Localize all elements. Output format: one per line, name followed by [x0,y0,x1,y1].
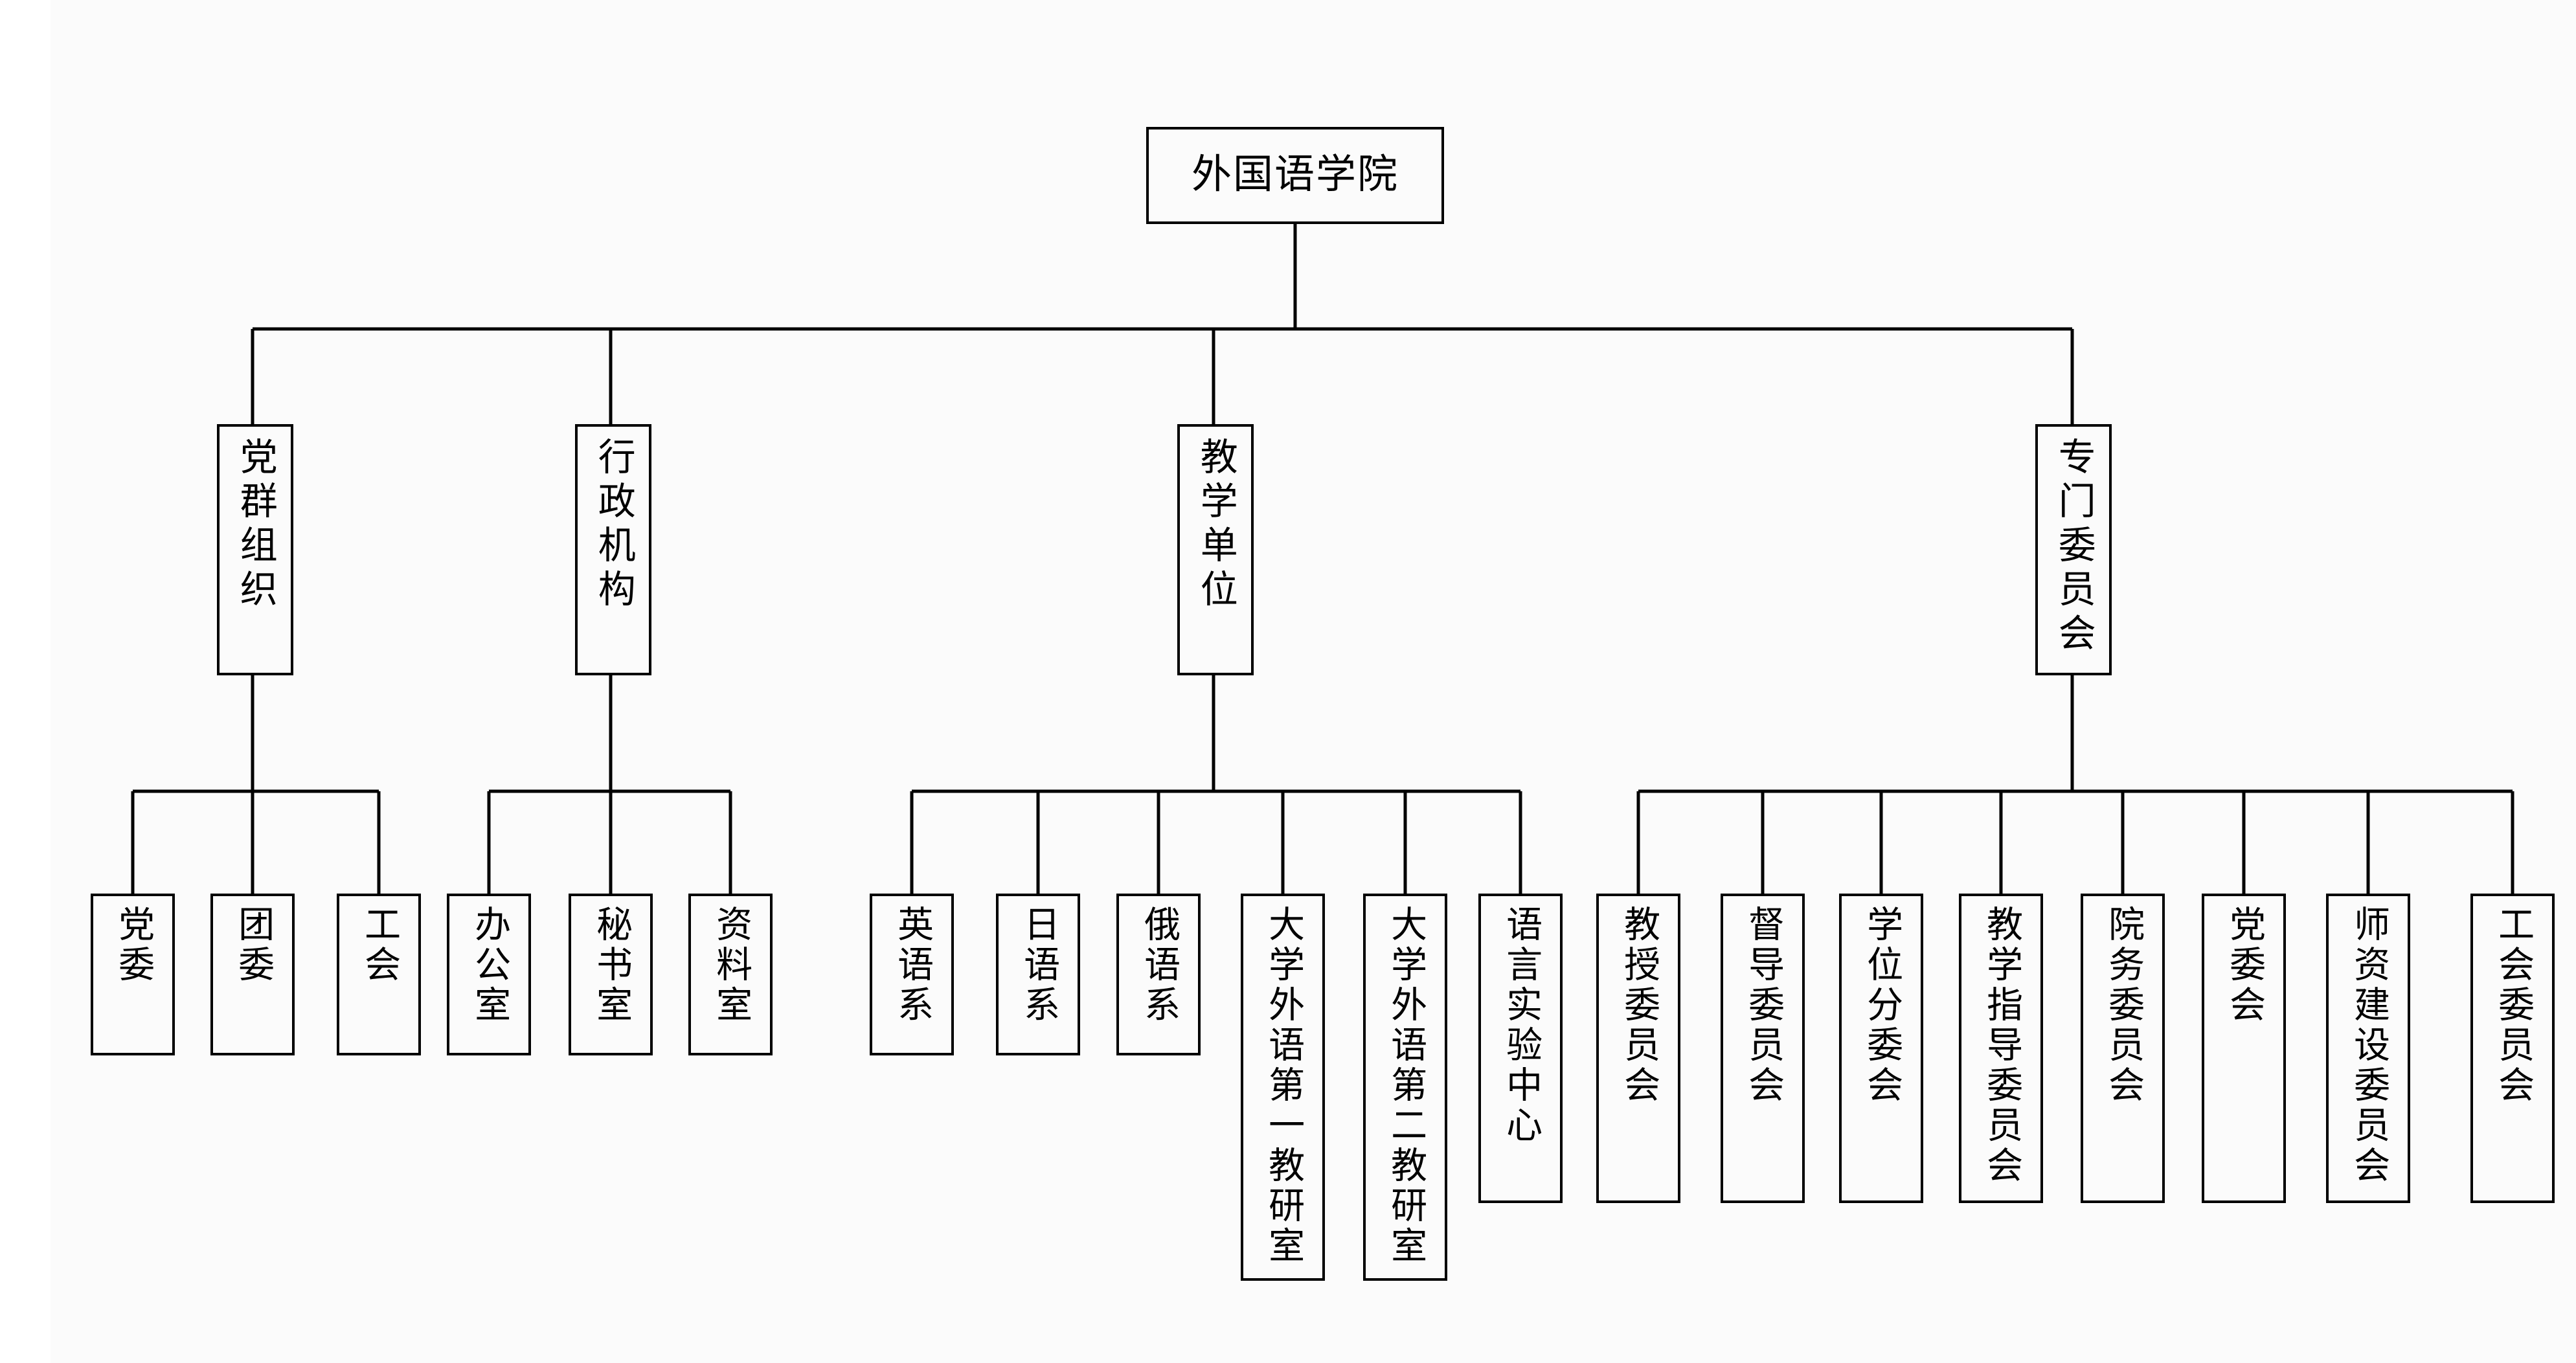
node-leaf-degree-subcommittee[interactable]: 学位分委会 [1839,894,1923,1203]
node-branch-administrative-offices[interactable]: 行政机构 [575,424,651,675]
node-leaf-secretariat[interactable]: 秘书室 [569,894,653,1055]
node-leaf-label: 工会 [359,905,400,986]
node-leaf-label: 学位分委会 [1861,905,1902,1106]
node-leaf-russian-department[interactable]: 俄语系 [1116,894,1201,1055]
node-leaf-label: 俄语系 [1138,905,1179,1026]
node-leaf-english-department[interactable]: 英语系 [870,894,954,1055]
node-leaf-label: 日语系 [1018,905,1059,1026]
node-branch-party-mass-organizations[interactable]: 党群组织 [217,424,293,675]
node-leaf-college-foreign-language-teaching-office-2[interactable]: 大学外语第二教研室 [1363,894,1447,1281]
node-leaf-supervision-committee[interactable]: 督导委员会 [1721,894,1805,1203]
node-leaf-label: 督导委员会 [1743,905,1783,1106]
node-leaf-label: 院务委员会 [2103,905,2143,1106]
node-branch-label: 专门委员会 [2052,437,2095,657]
node-leaf-label: 办公室 [469,905,510,1026]
node-leaf-label: 教授委员会 [1618,905,1659,1106]
node-leaf-label: 大学外语第二教研室 [1385,905,1426,1267]
node-leaf-label: 秘书室 [591,905,631,1026]
node-leaf-label: 师资建设委员会 [2348,905,2389,1186]
node-leaf-japanese-department[interactable]: 日语系 [996,894,1080,1055]
node-leaf-reference-room[interactable]: 资料室 [688,894,773,1055]
node-leaf-label: 资料室 [710,905,751,1026]
node-leaf-college-affairs-committee[interactable]: 院务委员会 [2081,894,2165,1203]
node-leaf-label: 教学指导委员会 [1981,905,2022,1186]
node-leaf-label: 工会委员会 [2492,905,2533,1106]
node-leaf-professors-committee[interactable]: 教授委员会 [1596,894,1680,1203]
node-leaf-general-office[interactable]: 办公室 [447,894,531,1055]
node-leaf-youth-league-committee[interactable]: 团委 [210,894,295,1055]
node-leaf-union-committee[interactable]: 工会委员会 [2470,894,2555,1203]
node-leaf-party-committee[interactable]: 党委 [91,894,175,1055]
node-leaf-label: 团委 [232,905,273,986]
node-leaf-labor-union[interactable]: 工会 [337,894,421,1055]
node-leaf-label: 英语系 [892,905,932,1026]
node-branch-label: 行政机构 [592,437,635,613]
node-leaf-party-committee-council[interactable]: 党委会 [2202,894,2286,1203]
node-root[interactable]: 外国语学院 [1146,127,1444,224]
node-leaf-faculty-development-committee[interactable]: 师资建设委员会 [2326,894,2410,1203]
node-leaf-label: 大学外语第一教研室 [1263,905,1304,1267]
node-branch-label: 党群组织 [234,437,277,613]
node-leaf-language-lab-center[interactable]: 语言实验中心 [1478,894,1563,1203]
node-leaf-label: 语言实验中心 [1500,905,1541,1146]
node-leaf-college-foreign-language-teaching-office-1[interactable]: 大学外语第一教研室 [1241,894,1325,1281]
node-branch-teaching-units[interactable]: 教学单位 [1177,424,1254,675]
node-leaf-label: 党委会 [2224,905,2265,1026]
node-branch-label: 教学单位 [1194,437,1237,613]
node-leaf-label: 党委 [113,905,153,986]
node-leaf-teaching-guidance-committee[interactable]: 教学指导委员会 [1959,894,2043,1203]
node-root-label: 外国语学院 [1191,153,1399,197]
node-branch-special-committees[interactable]: 专门委员会 [2035,424,2112,675]
